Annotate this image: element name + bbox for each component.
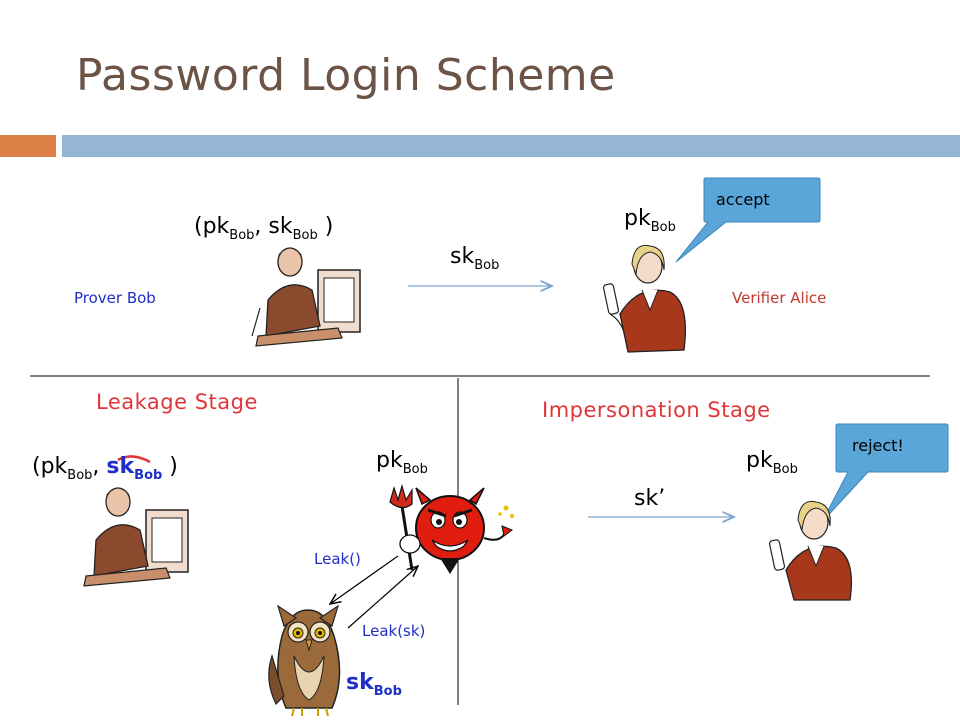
devil-adversary-icon [389, 483, 514, 574]
accept-bubble [675, 177, 821, 263]
oracle-secret-key: skBob [346, 670, 402, 699]
prover-keypair-bottom: (pkBob, skBob ) [32, 454, 178, 483]
leak-query-arrow [330, 555, 399, 604]
prover-bob-icon-bottom [83, 487, 189, 587]
verifier-pk-bottom: pkBob [746, 448, 798, 477]
reject-bubble-text: reject! [852, 436, 904, 455]
message-sk-top: skBob [450, 244, 500, 273]
title-accent-bar-blue [62, 135, 960, 157]
leak-query-label: Leak() [314, 550, 361, 568]
accept-bubble-text: accept [716, 190, 770, 209]
impersonation-stage-heading: Impersonation Stage [542, 398, 771, 422]
verifier-alice-icon-bottom [768, 500, 853, 601]
page-title: Password Login Scheme [76, 50, 616, 101]
title-accent-bar-orange [0, 135, 56, 157]
forged-secret: sk’ [634, 486, 666, 511]
owl-oracle-icon [268, 604, 341, 717]
leak-answer-arrow [347, 566, 418, 629]
leaked-sk-mark [117, 455, 151, 464]
verifier-pk-top: pkBob [624, 206, 676, 235]
leak-answer-label: Leak(sk) [362, 622, 426, 640]
prover-bob-label: Prover Bob [74, 289, 156, 307]
reject-bubble [821, 423, 949, 523]
leakage-stage-heading: Leakage Stage [96, 390, 258, 414]
prover-keypair-top: (pkBob, skBob ) [194, 214, 334, 243]
prover-bob-icon-top [251, 247, 361, 347]
verifier-alice-icon-top [602, 244, 687, 353]
verifier-alice-label: Verifier Alice [732, 289, 827, 307]
adversary-pk: pkBob [376, 448, 428, 477]
